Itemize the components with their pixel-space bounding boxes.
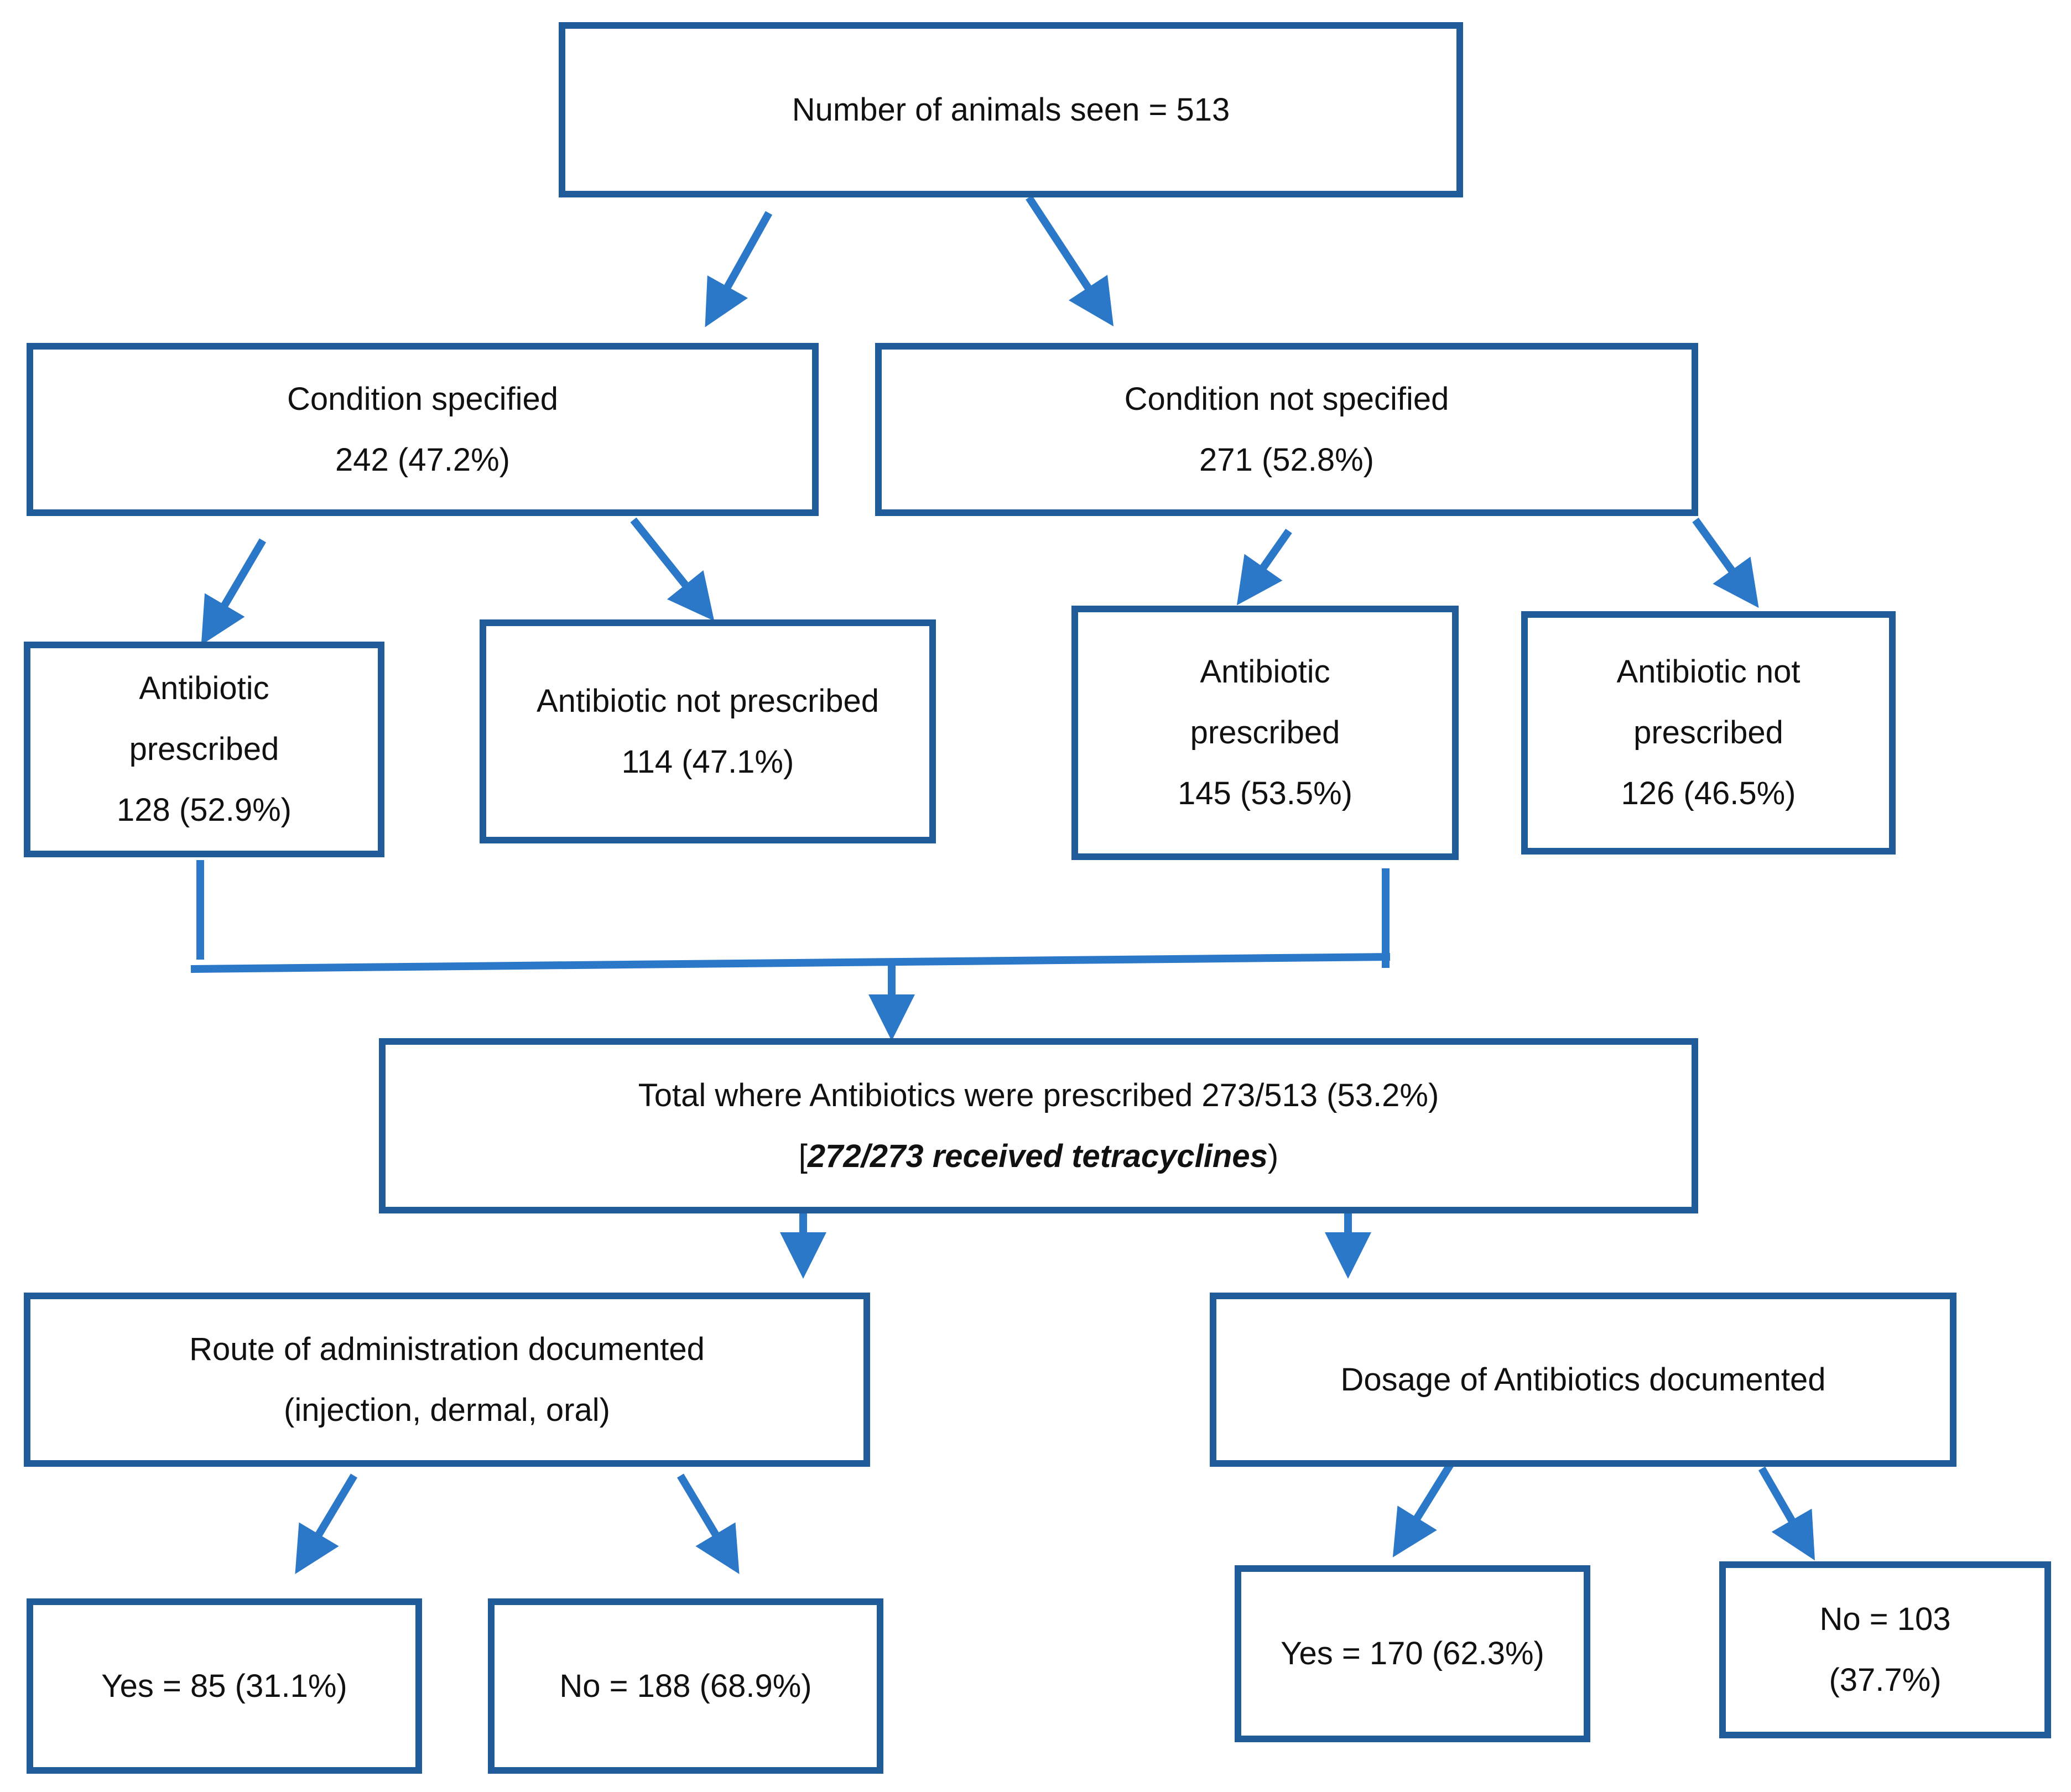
arrow-dosage-to-yes [1392,1460,1455,1557]
node-cs-antibiotic-not-prescribed: Antibiotic not prescribed 114 (47.1%) [480,619,936,843]
node-total-line2: [272/273 received tetracyclines) [799,1126,1278,1187]
arrow-route-to-no [677,1473,740,1575]
node-dosage-no: No = 103 (37.7%) [1719,1561,2051,1738]
node-cns-antibiotic-not-prescribed-count: 126 (46.5%) [1621,775,1796,811]
node-total-tetracyclines: 272/273 received tetracyclines [807,1138,1268,1174]
node-route-yes-text: Yes = 85 (31.1%) [101,1668,347,1704]
node-cns-antibiotic-not-prescribed: Antibiotic not prescribed 126 (46.5%) [1521,611,1896,855]
merge-line-horizontal [190,953,1391,973]
arrow-root-to-condition-specified [705,211,773,327]
node-cns-antibiotic-not-prescribed-line2: prescribed [1633,715,1783,751]
node-route-documented-label: Route of administration documented [189,1331,705,1367]
node-route-documented: Route of administration documented (inje… [24,1293,870,1467]
node-dosage-yes: Yes = 170 (62.3%) [1235,1565,1590,1742]
arrow-root-to-condition-not-specified [1026,195,1114,327]
node-cs-antibiotic-prescribed-line1: Antibiotic [139,670,269,706]
node-dosage-yes-text: Yes = 170 (62.3%) [1281,1635,1544,1671]
node-total-line2-close: ) [1267,1138,1279,1174]
node-dosage-documented-label: Dosage of Antibiotics documented [1340,1361,1826,1398]
node-route-no-text: No = 188 (68.9%) [559,1668,812,1704]
node-cs-antibiotic-not-prescribed-label: Antibiotic not prescribed [537,683,879,719]
node-route-documented-detail: (injection, dermal, oral) [284,1392,610,1428]
node-route-no: No = 188 (68.9%) [488,1598,883,1774]
node-total-antibiotics-prescribed: Total where Antibiotics were prescribed … [379,1038,1698,1213]
arrow-route-to-yes [295,1473,358,1575]
node-condition-not-specified-count: 271 (52.8%) [1199,441,1374,478]
node-condition-specified-label: Condition specified [287,381,559,417]
node-cs-antibiotic-prescribed-line2: prescribed [129,731,279,767]
node-animals-seen: Number of animals seen = 513 [559,22,1463,197]
arrow-cns-to-abx-not-prescribed [1692,517,1759,608]
node-cns-antibiotic-prescribed-line2: prescribed [1190,715,1340,751]
node-dosage-no-line2: (37.7%) [1829,1662,1942,1698]
node-total-line2-open: [ [798,1138,808,1174]
node-route-yes: Yes = 85 (31.1%) [27,1598,422,1774]
arrow-cs-to-abx-prescribed [201,538,267,645]
node-cs-antibiotic-not-prescribed-count: 114 (47.1%) [621,743,794,780]
node-cns-antibiotic-prescribed-line1: Antibiotic [1200,654,1330,690]
node-animals-seen-text: Number of animals seen = 513 [792,91,1230,128]
node-cs-antibiotic-prescribed: Antibiotic prescribed 128 (52.9%) [24,642,384,857]
node-total-line1: Total where Antibiotics were prescribed … [638,1077,1439,1113]
node-dosage-no-line1: No = 103 [1819,1601,1951,1637]
arrow-cns-to-abx-prescribed [1236,528,1292,606]
arrow-dosage-to-no [1758,1466,1815,1561]
node-cs-antibiotic-prescribed-count: 128 (52.9%) [117,792,292,828]
arrow-cs-to-abx-not-prescribed [630,517,715,621]
node-condition-not-specified: Condition not specified 271 (52.8%) [875,343,1698,516]
node-cns-antibiotic-not-prescribed-line1: Antibiotic not [1616,654,1801,690]
node-condition-not-specified-label: Condition not specified [1124,381,1449,417]
node-condition-specified: Condition specified 242 (47.2%) [27,343,819,516]
node-cns-antibiotic-prescribed-count: 145 (53.5%) [1178,775,1352,811]
node-dosage-documented: Dosage of Antibiotics documented [1210,1293,1956,1467]
node-condition-specified-count: 242 (47.2%) [335,441,510,478]
node-cns-antibiotic-prescribed: Antibiotic prescribed 145 (53.5%) [1071,606,1459,860]
